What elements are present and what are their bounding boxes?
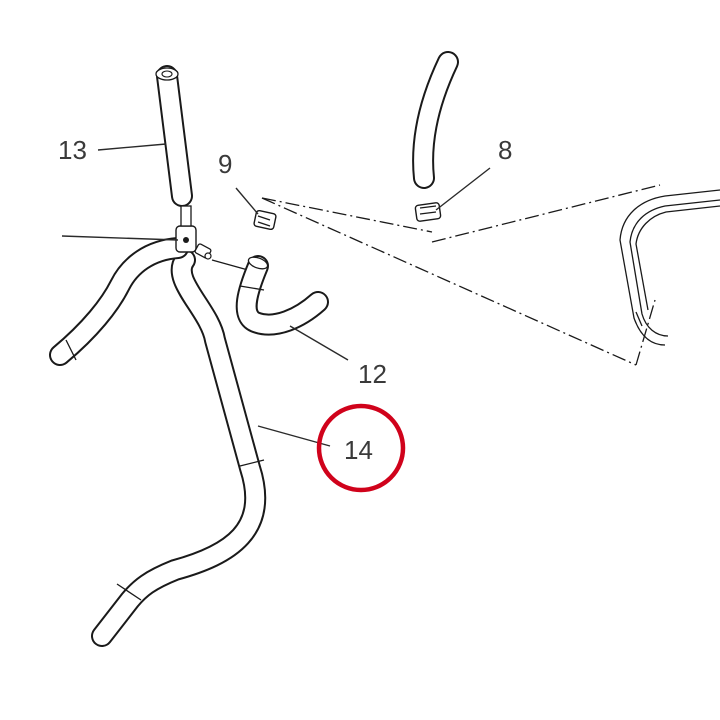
tank-outline (619, 189, 720, 346)
callout-13[interactable]: 13 (58, 135, 87, 165)
hose-joint-line (239, 459, 265, 467)
hose-top-right (412, 51, 459, 189)
leader-12 (289, 325, 349, 361)
callout-14[interactable]: 14 (344, 435, 373, 465)
hose-left (49, 237, 189, 366)
leader-13 (97, 143, 167, 151)
hose-joint-line (116, 583, 142, 601)
leader-left (61, 235, 179, 241)
leader-9 (235, 187, 259, 215)
t-connector (175, 205, 212, 260)
hose-part-14 (91, 249, 267, 647)
leader-lines (61, 143, 491, 447)
tube-part-13 (155, 65, 193, 207)
reference-line-top (431, 184, 661, 243)
reference-line-left (261, 197, 433, 233)
clamp-part-9 (253, 209, 277, 231)
reference-line-right (635, 299, 656, 366)
leader-8 (435, 167, 491, 211)
highlight-circle (316, 403, 406, 493)
reference-line-diagonal (261, 197, 637, 366)
callout-9[interactable]: 9 (218, 149, 232, 179)
reference-lines (261, 184, 661, 366)
clamp-part-8 (414, 202, 442, 222)
callout-8[interactable]: 8 (498, 135, 512, 165)
hose-part-12 (211, 255, 329, 336)
callout-12[interactable]: 12 (358, 359, 387, 389)
